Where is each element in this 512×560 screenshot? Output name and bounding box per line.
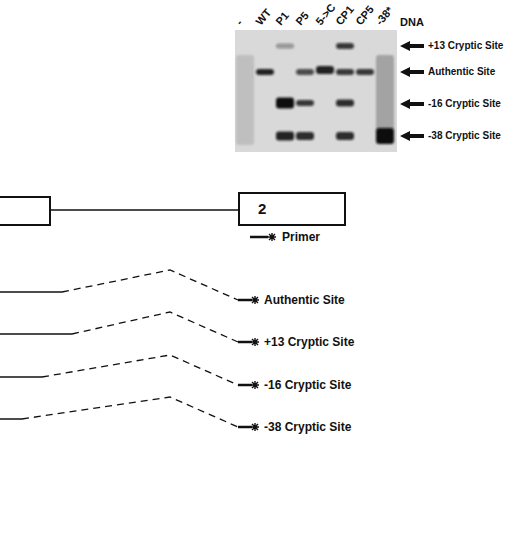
spliced-intron	[42, 355, 238, 385]
gel-band	[336, 43, 354, 49]
lane-label: -	[232, 16, 245, 28]
label-star	[251, 296, 259, 304]
label-star	[251, 338, 259, 346]
gel-band	[296, 69, 314, 75]
splice-paths	[0, 233, 276, 431]
exon-1-segment	[0, 333, 72, 335]
gel-band	[336, 132, 354, 140]
exon-number: 2	[258, 201, 266, 217]
gel-band	[336, 69, 354, 75]
exon-1-segment	[0, 376, 42, 378]
lane-label: WT	[252, 6, 274, 28]
spliced-intron	[22, 397, 238, 427]
gel-band	[376, 55, 394, 135]
exon-1-segment	[0, 418, 22, 420]
band-arrow	[400, 99, 424, 109]
gel-band	[336, 100, 354, 107]
label-star	[268, 233, 276, 241]
band-arrow	[400, 67, 424, 77]
gel-band	[316, 66, 334, 74]
exon-1-segment	[0, 291, 62, 293]
gel-band	[236, 55, 254, 145]
gel-band	[296, 132, 314, 140]
gel-background	[235, 30, 397, 152]
spliced-intron	[72, 312, 238, 342]
gel-band	[276, 98, 294, 109]
lane-label: P1	[272, 9, 291, 28]
exon-2-segment	[238, 341, 252, 344]
primer-line	[250, 236, 268, 239]
lane-label: CP5	[352, 3, 376, 28]
gel-band	[296, 100, 314, 106]
gel-band	[276, 44, 294, 49]
spliced-intron	[62, 270, 238, 300]
exon-2-segment	[238, 384, 252, 387]
splice-label: +13 Cryptic Site	[264, 335, 354, 349]
lane-label: -38*	[372, 4, 396, 28]
band-label: -16 Cryptic Site	[428, 97, 501, 111]
splice-label: Authentic Site	[264, 293, 345, 307]
exon-box: 2	[238, 192, 346, 226]
band-arrow	[400, 131, 424, 141]
exon-1-box	[0, 197, 50, 225]
band-arrows	[400, 41, 424, 141]
lane-label: P5	[292, 9, 311, 28]
primer-label: Primer	[282, 230, 320, 244]
exon-2-segment	[238, 299, 252, 302]
intron-line	[50, 209, 238, 211]
gel-band	[356, 69, 374, 75]
gel-band	[256, 69, 274, 75]
exon-2-segment	[238, 426, 252, 429]
gel-bands	[236, 43, 394, 145]
band-label: +13 Cryptic Site	[428, 39, 503, 53]
label-star	[251, 423, 259, 431]
gel-band	[276, 132, 294, 141]
splice-label: -16 Cryptic Site	[264, 378, 351, 392]
lane-heading: DNA	[400, 15, 424, 29]
band-label: -38 Cryptic Site	[428, 129, 501, 143]
band-arrow	[400, 41, 424, 51]
band-label: Authentic Site	[428, 65, 495, 79]
label-star	[251, 381, 259, 389]
splice-label: -38 Cryptic Site	[264, 420, 351, 434]
